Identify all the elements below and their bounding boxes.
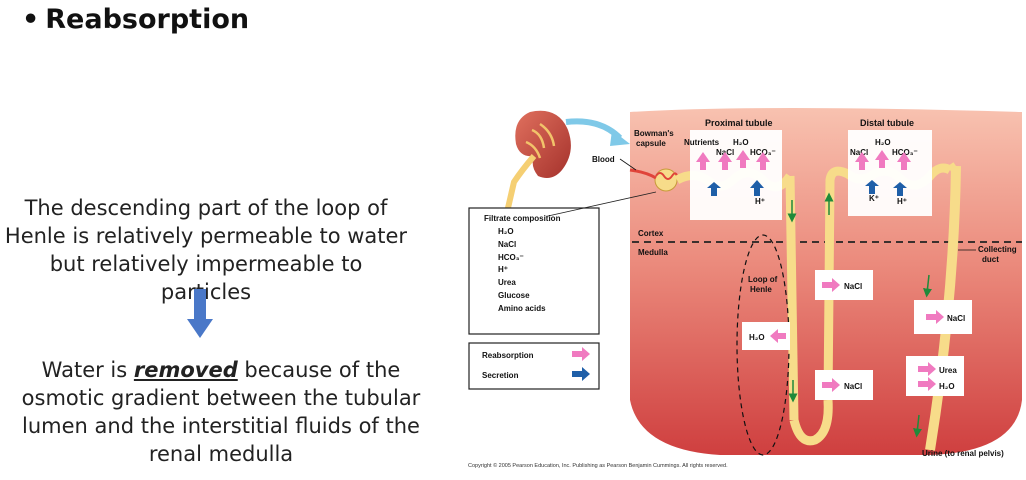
- label-h2o-collecting: H₂O: [939, 382, 955, 391]
- heading-text: Reabsorption: [45, 4, 250, 35]
- reabsorption-arrows-distal: [855, 150, 911, 170]
- label-bowmans-capsule-2: capsule: [636, 139, 666, 148]
- legend-secretion-label: Secretion: [482, 371, 519, 380]
- label-h-plus-proximal: H⁺: [755, 197, 765, 206]
- legend-reabsorption-arrow-icon: [572, 347, 590, 361]
- label-loop-of-henle-1: Loop of: [748, 275, 778, 284]
- label-h2o-distal: H₂O: [875, 138, 891, 147]
- label-collecting-duct-1: Collecting: [978, 245, 1017, 254]
- label-collecting-duct-2: duct: [982, 255, 999, 264]
- label-urine: Urine (to renal pelvis): [922, 449, 1004, 458]
- legend-secretion-arrow-icon: [572, 367, 590, 381]
- h2o-reabsorption-arrow-icon: [770, 329, 786, 343]
- label-nacl-lower: NaCl: [844, 382, 862, 391]
- h2o-reabsorption-arrow-collecting-icon: [918, 377, 936, 391]
- label-nacl-distal: NaCl: [850, 148, 868, 157]
- filtrate-composition-box: [468, 207, 600, 335]
- nacl-reabsorption-arrow-collecting-icon: [926, 310, 944, 324]
- paragraph-water-removed: Water is removed because of the osmotic …: [2, 356, 440, 468]
- filtrate-item-h-plus: H⁺: [498, 265, 508, 274]
- distal-exchange-box: [848, 130, 932, 216]
- label-bowmans-capsule-1: Bowman's: [634, 129, 674, 138]
- secretion-arrows-distal: [865, 180, 907, 196]
- down-arrow-icon: [187, 289, 213, 338]
- paragraph-permeability: The descending part of the loop of Henle…: [4, 196, 408, 304]
- secretion-arrows-proximal: [707, 180, 764, 196]
- paragraph2-post: because of the osmotic gradient between …: [21, 358, 421, 466]
- proximal-exchange-box: [690, 130, 782, 220]
- label-loop-of-henle-2: Henle: [750, 285, 772, 294]
- label-k-plus: K⁺: [869, 194, 879, 203]
- label-blood: Blood: [592, 155, 615, 164]
- label-h2o-proximal: H₂O: [733, 138, 749, 147]
- collecting-urea-box: [906, 356, 964, 396]
- label-medulla: Medulla: [638, 248, 668, 257]
- filtrate-item-urea: Urea: [498, 278, 516, 287]
- label-nutrients: Nutrients: [684, 138, 720, 147]
- filtrate-item-amino-acids: Amino acids: [498, 304, 546, 313]
- label-hco3-distal: HCO₃⁻: [892, 148, 918, 157]
- label-distal-tubule: Distal tubule: [860, 118, 914, 128]
- urea-reabsorption-arrow-icon: [918, 362, 936, 376]
- label-cortex: Cortex: [638, 229, 664, 238]
- paragraph2-emphasis: removed: [133, 358, 238, 382]
- label-nacl-upper: NaCl: [844, 282, 862, 291]
- label-nacl-collecting: NaCl: [947, 314, 965, 323]
- filtrate-item-nacl: NaCl: [498, 240, 516, 249]
- slide-heading: •Reabsorption: [22, 4, 249, 35]
- label-h2o-loop: H₂O: [749, 333, 765, 342]
- label-proximal-tubule: Proximal tubule: [705, 118, 773, 128]
- legend-box: [468, 342, 600, 390]
- filtrate-title: Filtrate composition: [484, 214, 561, 223]
- nephron-diagram: Proximal tubule Distal tubule Bowman's c…: [468, 108, 1022, 469]
- label-h-plus-distal: H⁺: [897, 197, 907, 206]
- filtrate-item-h2o: H₂O: [498, 227, 514, 236]
- filtrate-item-hco3: HCO₃⁻: [498, 253, 524, 262]
- paragraph2-pre: Water is: [41, 358, 134, 382]
- kidney-icon: [505, 110, 571, 209]
- filtrate-item-glucose: Glucose: [498, 291, 530, 300]
- legend-reabsorption-label: Reabsorption: [482, 351, 534, 360]
- nacl-reabsorption-arrow-upper-icon: [822, 278, 840, 292]
- reabsorption-arrows-proximal: [696, 150, 770, 170]
- copyright-text: Copyright © 2005 Pearson Education, Inc.…: [468, 462, 728, 469]
- heading-bullet: •: [22, 4, 40, 35]
- label-urea: Urea: [939, 366, 957, 375]
- nacl-reabsorption-arrow-lower-icon: [822, 378, 840, 392]
